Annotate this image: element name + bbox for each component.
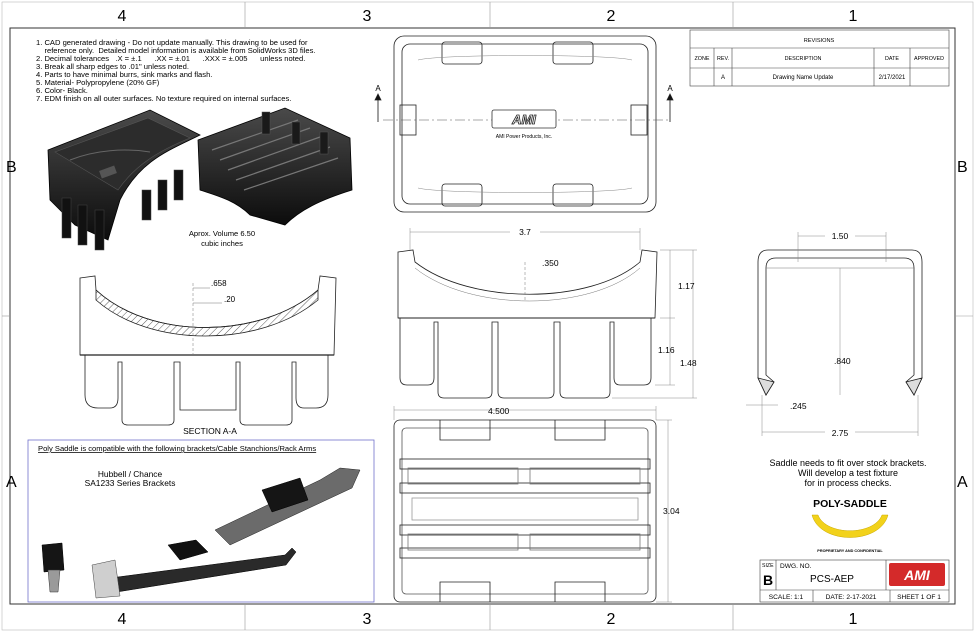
section-view-a-a	[79, 275, 337, 426]
saddle-note-line-3: for in process checks.	[804, 478, 891, 488]
compatibility-box	[27, 439, 375, 603]
zone-left-b: B	[6, 159, 17, 176]
top-view-logo: AMI	[511, 112, 536, 127]
title-scale: SCALE: 1:1	[769, 594, 804, 601]
front-dim-1-16: 1.16	[658, 345, 675, 355]
revisions-table	[689, 29, 950, 87]
volume-note-line-2: cubic inches	[201, 239, 243, 248]
note-line: 1. CAD generated drawing - Do not update…	[36, 38, 308, 47]
product-logo-arc	[811, 514, 889, 538]
zone-bottom-1: 1	[849, 611, 858, 628]
bracket-render	[41, 467, 361, 599]
product-logo-tagline: PROPRIETARY AND CONFIDENTIAL	[817, 549, 883, 553]
isometric-render-top	[47, 109, 201, 251]
section-dim-20: .20	[224, 295, 236, 304]
title-date: DATE: 2-17-2021	[826, 594, 877, 601]
saddle-note-line-2: Will develop a test fixture	[798, 468, 898, 478]
zone-top-4: 4	[118, 8, 127, 25]
bracket-name-line-1: Hubbell / Chance	[98, 469, 163, 479]
bracket-name-line-2: SA1233 Series Brackets	[85, 478, 176, 488]
section-marker-left: A	[375, 84, 381, 93]
zone-bottom-3: 3	[363, 611, 372, 628]
isometric-render-bottom	[197, 107, 353, 226]
revisions-header-zone: ZONE	[695, 56, 710, 62]
volume-note-line-1: Aprox. Volume 6.50	[189, 229, 255, 238]
front-dim-1-48: 1.48	[680, 358, 697, 368]
title-dwg-no: PCS-AEP	[810, 574, 854, 585]
section-marker-right: A	[667, 84, 673, 93]
section-label: SECTION A-A	[183, 426, 237, 436]
revision-rev: A	[721, 75, 725, 81]
bottom-view-dim-lines	[393, 406, 672, 603]
general-notes: 1. CAD generated drawing - Do not update…	[36, 38, 316, 103]
zone-top-1: 1	[849, 8, 858, 25]
title-block	[759, 559, 950, 603]
bottom-dim-4-500: 4.500	[488, 406, 510, 416]
front-dim-3-7: 3.7	[519, 227, 531, 237]
revisions-header-rev: REV.	[717, 56, 729, 62]
compatibility-heading: Poly Saddle is compatible with the follo…	[38, 444, 316, 453]
zone-left-a: A	[6, 474, 17, 491]
front-view	[397, 249, 658, 399]
title-dwg-label: DWG. NO.	[780, 563, 812, 570]
title-size: B	[763, 572, 773, 588]
front-dim-bg: █████	[510, 227, 541, 238]
side-dim-bg: █████	[825, 231, 856, 242]
note-line: 7. EDM finish on all outer surfaces. No …	[36, 94, 291, 103]
section-dim-658: .658	[211, 279, 227, 288]
bottom-dim-3-04: 3.04	[663, 506, 680, 516]
side-dim-245: .245	[790, 401, 807, 411]
front-view-dim-lines	[409, 228, 697, 399]
note-line: reference only. Detailed model informati…	[36, 46, 316, 55]
note-line: 4. Parts to have minimal burrs, sink mar…	[36, 70, 212, 79]
zone-right-a: A	[957, 474, 968, 491]
revisions-header-description: DESCRIPTION	[785, 56, 822, 62]
side-view-dim-lines	[746, 232, 919, 436]
title-logo-box	[889, 563, 945, 586]
zone-right-b: B	[957, 159, 968, 176]
zone-top-3: 3	[363, 8, 372, 25]
revision-date: 2/17/2021	[879, 75, 906, 81]
revisions-header-approved: APPROVED	[914, 56, 944, 62]
bottom-view	[393, 419, 657, 603]
top-view	[374, 35, 674, 213]
side-dim-bg-2: █████	[825, 428, 856, 439]
product-logo-name: POLY-SADDLE	[813, 498, 887, 510]
note-line: 5. Material- Polypropylene (20% GF)	[36, 78, 160, 87]
title-size-label: SIZE	[762, 563, 774, 569]
title-sheet: SHEET 1 OF 1	[897, 594, 941, 601]
side-dim-2-75: 2.75	[832, 428, 849, 438]
note-line: 3. Break all sharp edges to .01" unless …	[36, 62, 189, 71]
side-dim-1-50: 1.50	[832, 231, 849, 241]
zone-bottom-2: 2	[607, 611, 616, 628]
zone-top-2: 2	[607, 8, 616, 25]
top-view-company: AMI Power Products, Inc.	[496, 134, 552, 140]
revision-description: Drawing Name Update	[773, 75, 834, 81]
front-dim-350: .350	[542, 258, 559, 268]
note-line: 6. Color- Black.	[36, 86, 88, 95]
revisions-header-date: DATE	[885, 56, 899, 62]
front-dim-1-17: 1.17	[678, 281, 695, 291]
title-logo: AMI	[903, 567, 931, 583]
note-line: 2. Decimal tolerances .X = ±.1 .XX = ±.0…	[36, 54, 305, 63]
revisions-title: REVISIONS	[804, 38, 835, 44]
zone-bottom-4: 4	[118, 611, 127, 628]
saddle-note-line-1: Saddle needs to fit over stock brackets.	[769, 458, 926, 468]
side-dim-840: .840	[834, 356, 851, 366]
